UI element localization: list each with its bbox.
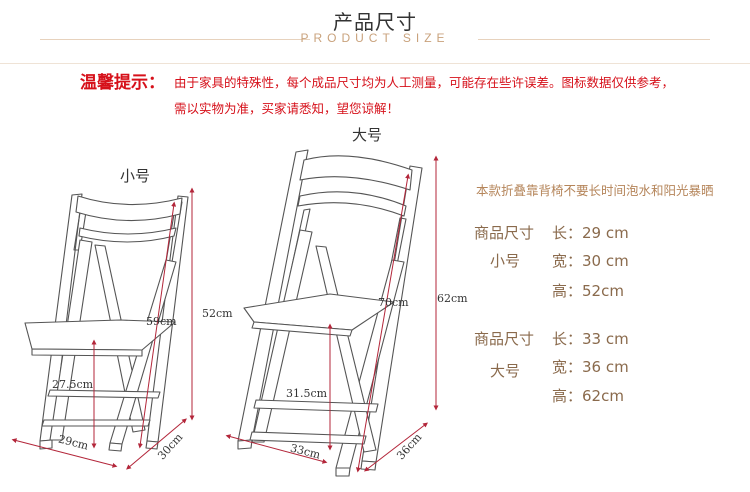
small-spec-heading: 商品尺寸 <box>474 224 535 242</box>
small-spec-length: 长：29 cm <box>552 224 629 242</box>
large-seat-height-label: 31.5cm <box>286 387 328 400</box>
small-back-length-label: 59cm <box>146 315 177 328</box>
small-spec-name: 小号 <box>490 252 521 270</box>
tip-text-line-2: 需以实物为准，买家请悉知，望您谅解！ <box>174 101 400 116</box>
small-height-label: 52cm <box>202 307 233 320</box>
large-spec-length: 长：33 cm <box>552 330 629 348</box>
large-height-label: 62cm <box>437 292 468 305</box>
small-seat-height-label: 27.5cm <box>52 378 94 391</box>
large-spec-height: 高：62cm <box>552 387 624 405</box>
title-divider-right <box>478 39 710 40</box>
small-chair-label: 小号 <box>120 167 151 185</box>
tip-text-line-1: 由于家具的特殊性，每个成品尺寸均为人工测量，可能存在些许误差。图标数据仅供参考， <box>174 75 675 90</box>
large-spec-heading: 商品尺寸 <box>474 330 535 348</box>
small-spec-width: 宽：30 cm <box>552 252 629 270</box>
small-chair-measure-lines <box>11 187 195 470</box>
page-title: 产品尺寸 <box>333 10 417 34</box>
large-chair-measure-lines <box>225 155 439 473</box>
large-spec-name: 大号 <box>490 362 521 380</box>
tip-label: 温馨提示： <box>80 73 165 93</box>
title-divider-left <box>40 39 310 40</box>
care-note: 本款折叠靠背椅不要长时间泡水和阳光暴晒 <box>476 183 714 198</box>
page-subtitle: PRODUCT SIZE <box>300 31 450 45</box>
large-chair-label: 大号 <box>352 126 383 144</box>
small-spec-height: 高：52cm <box>552 282 624 300</box>
large-back-length-label: 70cm <box>378 296 409 309</box>
large-spec-width: 宽：36 cm <box>552 358 629 376</box>
header-rule <box>0 63 750 64</box>
